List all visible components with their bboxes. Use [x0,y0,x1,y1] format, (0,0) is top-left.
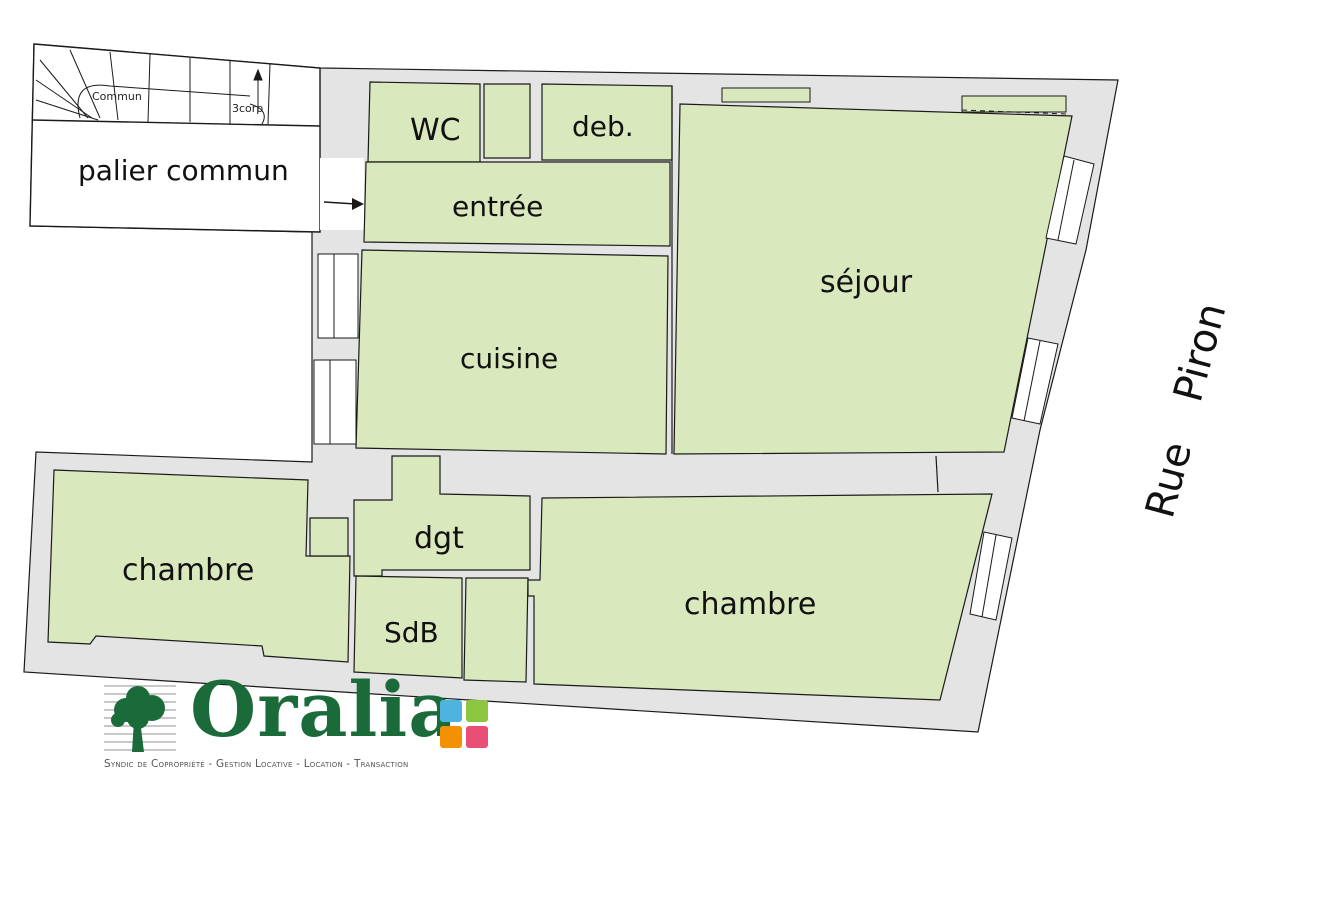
label-entree: entrée [452,190,543,223]
closet-1 [483,83,531,159]
oralia-tree-icon [104,685,176,752]
label-chambre-right: chambre [684,587,816,622]
room-sdb [353,575,463,679]
label-palier: palier commun [78,154,289,187]
oralia-wordmark: Oralia [190,665,459,754]
stair-label-left: Commun [92,90,142,103]
room-chambre-right [527,493,993,701]
entrance-arrow-icon [323,198,364,210]
stair-label-right: 3corp [232,102,263,115]
label-chambre-left: chambre [122,553,254,588]
closet-3 [463,577,529,683]
room-chambre-left [47,469,351,663]
stair-area [29,43,321,233]
room-cuisine [355,249,669,455]
label-wc: WC [410,113,461,148]
label-dgt: dgt [414,521,464,556]
label-cuisine: cuisine [460,342,558,375]
label-deb: deb. [572,110,634,143]
label-sdb: SdB [384,616,439,649]
stair-steps [35,49,271,125]
label-sejour: séjour [820,265,913,300]
room-entree [363,161,671,247]
closet-2 [309,517,349,557]
street-label-piron: Piron [1165,298,1235,406]
room-sejour [673,103,1073,455]
oralia-tiles-icon [440,700,490,750]
oralia-tagline: Syndic de Copropriété - Gestion Locative… [104,758,409,770]
street-label-rue: Rue [1137,437,1201,522]
room-dgt [353,455,531,577]
oralia-logo: Oralia Syndic de Copropriété - Gestion L… [104,672,504,780]
